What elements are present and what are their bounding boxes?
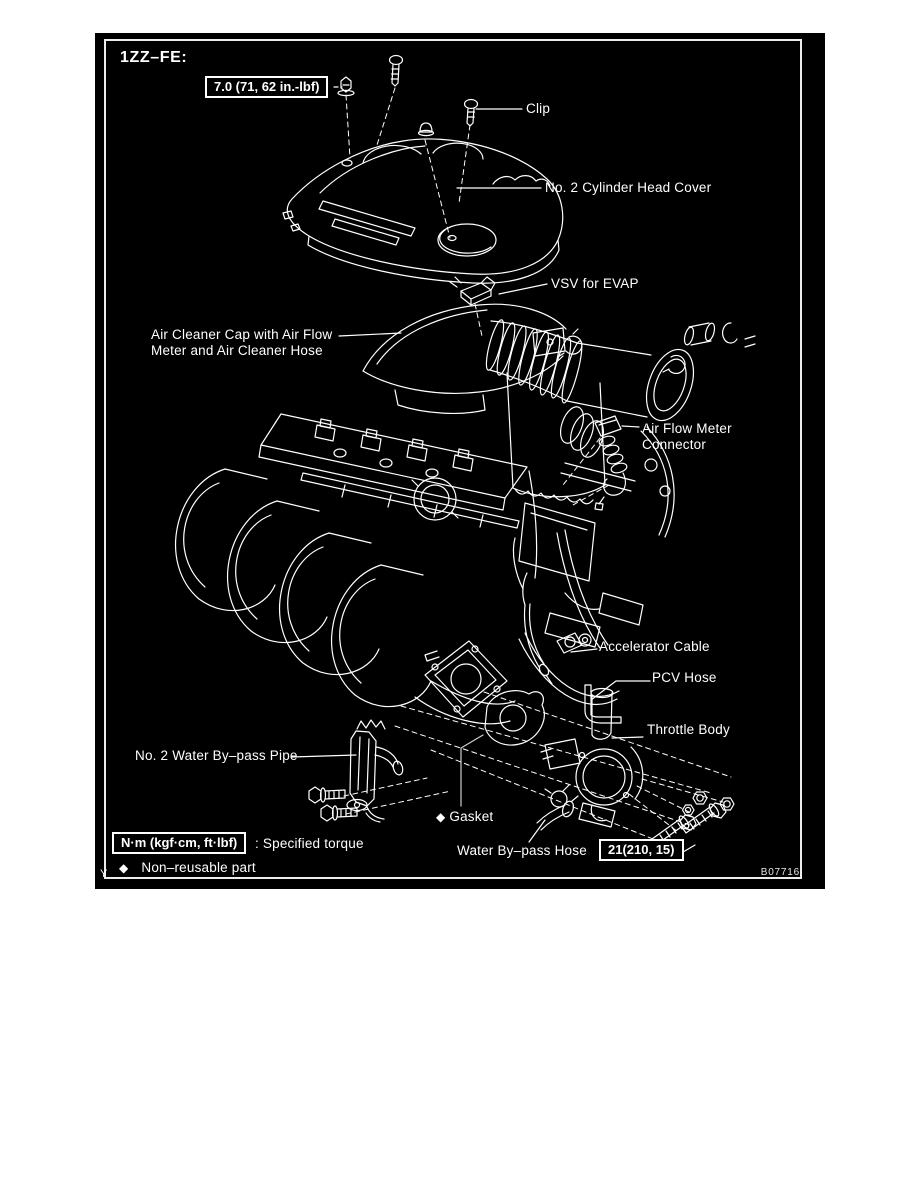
corner-mark: Y: [100, 868, 108, 880]
water-bypass-pipe-drawing: [346, 719, 404, 823]
label-afm-connector-line2: Connector: [642, 437, 707, 452]
water-bypass-hose-drawing: [536, 795, 579, 831]
label-throttle-body: Throttle Body: [647, 722, 730, 737]
label-water-bypass-hose: Water By–pass Hose: [457, 843, 587, 858]
head-cover-bolt-drawing: [337, 76, 355, 97]
legend-torque-unit-box: N·m (kgf·cm, ft·lbf): [112, 832, 247, 854]
label-vsv-for-evap: VSV for EVAP: [551, 276, 639, 291]
legend-nonreusable: ◆ Non–reusable part: [119, 860, 256, 876]
engine-exploded-view-line-art: [175, 54, 756, 856]
clip-screw-drawings: [388, 54, 479, 137]
label-air-cleaner-cap-line2: Meter and Air Cleaner Hose: [151, 343, 323, 358]
label-air-cleaner-cap-line1: Air Cleaner Cap with Air Flow: [151, 327, 333, 342]
label-gasket-text: Gasket: [449, 809, 494, 824]
label-air-flow-meter-connector: Air Flow Meter Connector: [642, 421, 732, 453]
figure-reference-code: B07716: [760, 867, 800, 878]
label-no2-cylinder-head-cover: No. 2 Cylinder Head Cover: [545, 180, 712, 195]
label-air-cleaner-cap: Air Cleaner Cap with Air Flow Meter and …: [151, 327, 332, 359]
air-flow-meter-connector-drawing: [594, 415, 628, 511]
accelerator-cable-drawing: [522, 572, 592, 685]
non-reusable-diamond-icon: ◆: [119, 861, 129, 875]
label-pcv-hose: PCV Hose: [652, 670, 717, 685]
non-reusable-diamond-icon: ◆: [436, 810, 446, 824]
cylinder-head-cover-drawing: [282, 138, 564, 284]
hose-clamp-drawings: [557, 322, 756, 375]
legend-torque-meaning: : Specified torque: [255, 836, 364, 851]
label-clip: Clip: [526, 101, 551, 116]
engine-and-intake-manifold-drawing: [175, 413, 675, 725]
torque-spec-throttle-body: 21(210, 15): [599, 839, 684, 861]
legend-nonreusable-text: Non–reusable part: [141, 860, 256, 875]
flange-bolt-drawings: [308, 786, 358, 822]
throttle-body-nut-bolt-drawings: [651, 791, 735, 846]
torque-spec-head-cover: 7.0 (71, 62 in.-lbf): [205, 76, 329, 98]
label-afm-connector-line1: Air Flow Meter: [642, 421, 732, 436]
label-gasket: ◆ Gasket: [436, 809, 493, 825]
air-cleaner-cap-drawing: [362, 303, 695, 505]
service-manual-figure-panel: 1ZZ–FE: 7.0 (71, 62 in.-lbf) Clip No. 2 …: [95, 33, 825, 889]
throttle-body-drawing: [540, 687, 644, 828]
vsv-for-evap-drawing: [449, 276, 496, 306]
throttle-mount-and-gasket-drawing: [424, 640, 545, 746]
label-accelerator-cable: Accelerator Cable: [599, 639, 710, 654]
pcv-hose-drawing: [584, 684, 622, 724]
engine-code-label: 1ZZ–FE:: [120, 49, 188, 66]
label-no2-water-bypass-pipe: No. 2 Water By–pass Pipe: [135, 748, 298, 763]
explosion-dashed-lines: [343, 87, 732, 840]
